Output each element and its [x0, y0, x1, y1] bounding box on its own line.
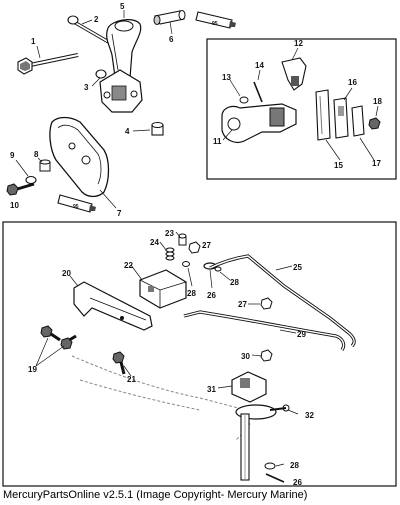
- part-2-screw: [67, 15, 113, 46]
- callout-27-b: 27: [238, 300, 247, 309]
- part-4-bushing: [151, 122, 164, 136]
- part-18-screw: [368, 117, 381, 130]
- callout-13: 13: [222, 73, 231, 82]
- part-15-plate: [315, 89, 331, 141]
- part-24-spring: [165, 247, 175, 261]
- part-11-switch: [221, 103, 297, 143]
- callout-24: 24: [150, 238, 159, 247]
- callout-numbers: 1 2 3 4 5 6 7 8 9 10 11 12 13 14 15 16 1…: [10, 2, 382, 487]
- part-14-pin: [253, 81, 263, 103]
- callout-30: 30: [241, 352, 250, 361]
- part-5-lever: [106, 19, 142, 87]
- callout-3: 3: [84, 83, 89, 92]
- callout-28: 28: [187, 289, 196, 298]
- part-27-nut: [188, 241, 201, 254]
- part-12-bracket: [281, 57, 307, 91]
- callout-25: 25: [293, 263, 302, 272]
- part-13-washer: [239, 96, 249, 104]
- part-25-link-rod: [209, 254, 356, 348]
- part-28-washer: [214, 266, 222, 272]
- callout-21: 21: [127, 375, 136, 384]
- part-3-bushing: [95, 69, 107, 79]
- part-16-plate: [333, 97, 349, 139]
- part-10-screw: [6, 182, 35, 196]
- part-23-bolt: [178, 233, 187, 246]
- reference-outline: [71, 355, 251, 441]
- sealant-tube-lower: 95: [57, 194, 96, 213]
- part-19-screws: [40, 325, 77, 350]
- callout-15: 15: [334, 161, 343, 170]
- callout-2: 2: [94, 15, 99, 24]
- leader-lines: [15, 10, 379, 467]
- part-21-screw: [112, 351, 126, 375]
- callout-18: 18: [373, 97, 382, 106]
- callout-27: 27: [202, 241, 211, 250]
- lower-assembly-frame: [2, 221, 397, 487]
- part-28-washer-lower: [182, 261, 190, 267]
- callout-11: 11: [213, 137, 222, 146]
- callout-7: 7: [117, 209, 122, 218]
- part-7-bracket: [49, 116, 110, 198]
- part-27-nut-lower: [260, 297, 273, 310]
- callout-28-b: 28: [230, 278, 239, 287]
- callout-28-c: 28: [290, 461, 299, 470]
- part-6-sleeve: [153, 10, 186, 25]
- callout-5: 5: [120, 2, 125, 11]
- part-30-nut: [260, 349, 273, 362]
- callout-19: 19: [28, 365, 37, 374]
- callout-22: 22: [124, 261, 133, 270]
- callout-6: 6: [169, 35, 174, 44]
- part-20-bracket: [73, 281, 153, 331]
- callout-4: 4: [125, 127, 130, 136]
- sealant-tube-upper: 95: [195, 11, 236, 29]
- part-26-pin-bottom: [265, 473, 285, 483]
- part-17-plate: [351, 105, 365, 137]
- callout-14: 14: [255, 61, 264, 70]
- callout-20: 20: [62, 269, 71, 278]
- callout-12: 12: [294, 39, 303, 48]
- callout-8: 8: [34, 150, 39, 159]
- copyright-caption: MercuryPartsOnline v2.5.1 (Image Copyrig…: [3, 489, 308, 501]
- part-8-spacer: [39, 159, 51, 172]
- callout-23: 23: [165, 229, 174, 238]
- part-32-shift-shaft: [235, 404, 290, 481]
- part-31-switch: [231, 371, 267, 403]
- callout-16: 16: [348, 78, 357, 87]
- sealant-label-lower: 95: [73, 204, 79, 210]
- callout-32: 32: [305, 411, 314, 420]
- callout-1: 1: [31, 37, 36, 46]
- callout-26: 26: [207, 291, 216, 300]
- part-28-washer-bottom: [264, 462, 276, 470]
- callout-31: 31: [207, 385, 216, 394]
- inset-frame-upper: [206, 38, 397, 180]
- callout-17: 17: [372, 159, 381, 168]
- callout-9: 9: [10, 151, 15, 160]
- shift-lever-body: [99, 69, 143, 113]
- part-9-washer: [25, 175, 37, 185]
- sealant-label-upper: 95: [212, 21, 218, 27]
- part-22-actuator: [139, 269, 187, 309]
- callout-26-b: 26: [293, 478, 302, 487]
- part-29-rod: [183, 310, 346, 351]
- part-1-screw: [17, 53, 79, 75]
- callout-29: 29: [297, 330, 306, 339]
- callout-10: 10: [10, 201, 19, 210]
- reference-outline-2: [79, 379, 201, 411]
